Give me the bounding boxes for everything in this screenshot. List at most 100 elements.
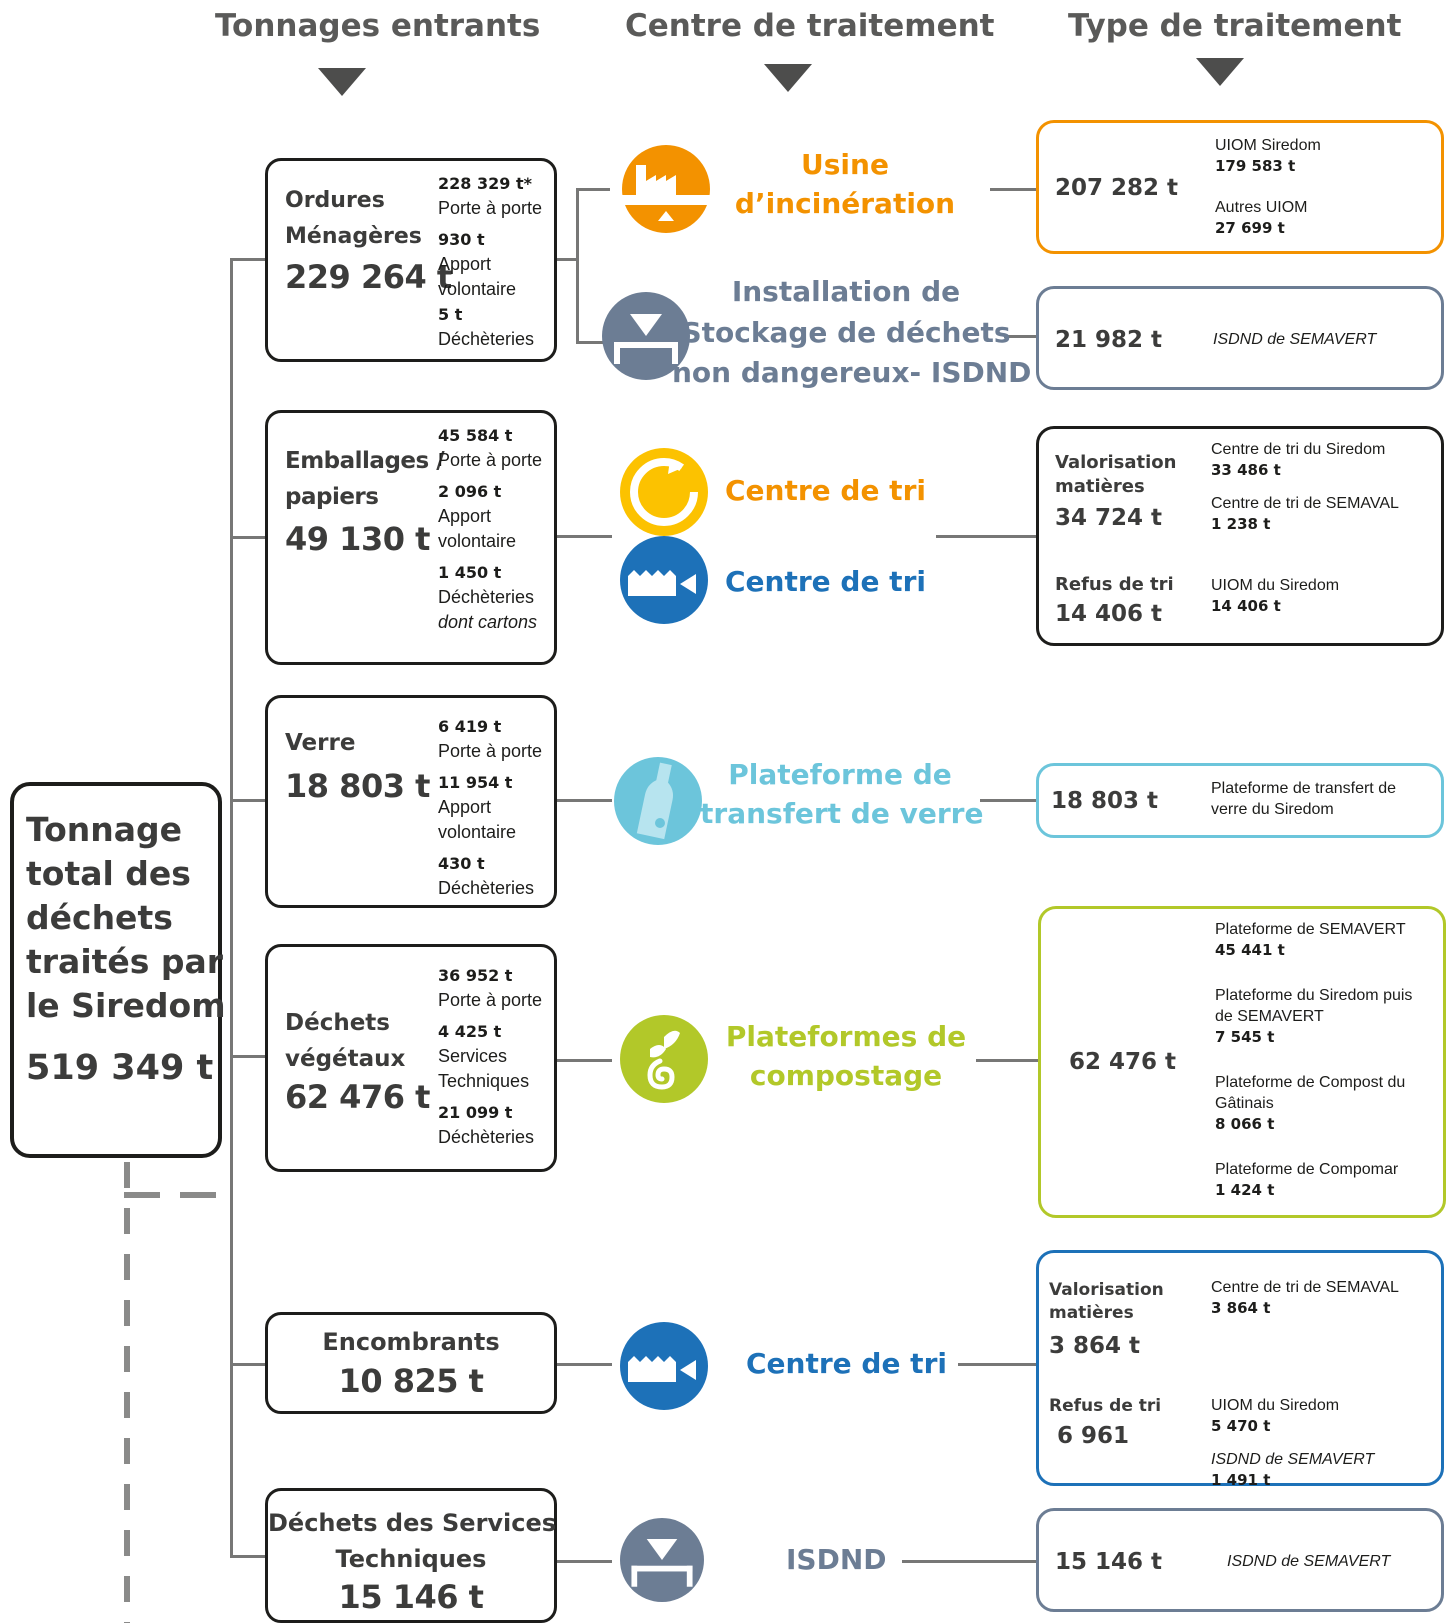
result-incin-box: 207 282 t UIOM Siredom 179 583 t Autres … bbox=[1036, 120, 1444, 254]
result-label: Valorisation bbox=[1049, 1280, 1164, 1300]
veg-l2: Services bbox=[438, 1046, 508, 1066]
emb-v1: 45 584 t bbox=[438, 426, 513, 445]
result-verre-box: 18 803 t Plateforme de transfert de verr… bbox=[1036, 763, 1444, 838]
result-label: Centre de tri de SEMAVAL bbox=[1211, 495, 1399, 512]
center-label: Stockage de déchets bbox=[681, 315, 1011, 349]
veg-name: Déchets bbox=[285, 1010, 390, 1036]
om-l3: Déchèteries bbox=[438, 329, 535, 349]
emb-l3b: dont cartons bbox=[438, 612, 538, 632]
emb-total: 49 130 t bbox=[285, 520, 430, 558]
result-label: UIOM Siredom bbox=[1215, 137, 1321, 154]
result-value: 179 583 t bbox=[1215, 157, 1296, 175]
result-value: 1 238 t bbox=[1211, 515, 1271, 533]
emb-name: Emballages / bbox=[285, 448, 445, 474]
verre-l3: Déchèteries bbox=[438, 878, 535, 898]
result-total: 6 961 bbox=[1057, 1423, 1130, 1449]
verre-v1: 6 419 t bbox=[438, 717, 502, 736]
arrow-down-icon bbox=[1196, 58, 1244, 86]
emb-l1: Porte à porte bbox=[438, 450, 543, 470]
connector-line bbox=[230, 536, 266, 539]
sorting-center-icon bbox=[620, 1322, 708, 1410]
center-label: Installation de bbox=[731, 275, 961, 308]
dst-name: Techniques bbox=[335, 1545, 487, 1573]
verre-l2: Apport bbox=[438, 797, 492, 817]
center-label: Plateforme de bbox=[728, 758, 952, 791]
verre-l1: Porte à porte bbox=[438, 741, 543, 761]
result-isdnd-box: 21 982 t ISDND de SEMAVERT bbox=[1036, 286, 1444, 390]
center-tri-blue: Centre de tri bbox=[725, 565, 926, 598]
result-compost-box: 62 476 t Plateforme de SEMAVERT 45 441 t… bbox=[1038, 906, 1446, 1218]
factory-icon bbox=[622, 145, 710, 233]
veg-box: Déchets végétaux 62 476 t 36 952 t Porte… bbox=[265, 944, 557, 1172]
result-label: Plateforme de Compomar bbox=[1215, 1161, 1399, 1178]
dst-total: 15 146 t bbox=[338, 1578, 484, 1616]
center-compost: Plateformes de compostage bbox=[718, 1017, 974, 1095]
result-value: 45 441 t bbox=[1215, 941, 1285, 959]
om-v3: 5 t bbox=[438, 305, 463, 324]
bottle-icon bbox=[614, 757, 702, 845]
result-label: ISDND de SEMAVERT bbox=[1211, 1451, 1375, 1468]
result-label: UIOM du Siredom bbox=[1211, 577, 1340, 594]
emb-v2: 2 096 t bbox=[438, 482, 502, 501]
landfill-icon bbox=[602, 292, 690, 380]
emb-l3: Déchèteries bbox=[438, 587, 535, 607]
enc-name: Encombrants bbox=[322, 1328, 500, 1356]
result-dst-box: 15 146 t ISDND de SEMAVERT bbox=[1036, 1508, 1444, 1612]
arrow-down-icon bbox=[318, 68, 366, 96]
center-verre: Plateforme de transfert de verre bbox=[700, 755, 983, 833]
verre-box: Verre 18 803 t 6 419 t Porte à porte 11 … bbox=[265, 695, 557, 908]
emb-name: papiers bbox=[285, 484, 379, 510]
om-name: Ménagères bbox=[285, 224, 422, 249]
center-label: non dangereux- ISDND bbox=[672, 356, 1032, 390]
veg-l1: Porte à porte bbox=[438, 990, 543, 1010]
result-label: Centre de tri du Siredom bbox=[1211, 441, 1386, 458]
result-label: Plateforme du Siredom puis bbox=[1215, 987, 1413, 1004]
verre-l2: volontaire bbox=[438, 822, 517, 842]
emb-v3: 1 450 t bbox=[438, 563, 502, 582]
veg-l3: Déchèteries bbox=[438, 1127, 535, 1147]
om-total: 229 264 t bbox=[285, 258, 452, 296]
result-label: de SEMAVERT bbox=[1215, 1008, 1324, 1025]
om-v2: 930 t bbox=[438, 230, 485, 249]
recycling-icon bbox=[620, 448, 708, 536]
result-label: Plateforme de transfert de bbox=[1211, 780, 1396, 797]
emb-l2: volontaire bbox=[438, 531, 517, 551]
center-isdnd-short: ISDND bbox=[786, 1543, 887, 1576]
result-value: 14 406 t bbox=[1211, 597, 1281, 615]
verre-v2: 11 954 t bbox=[438, 773, 513, 792]
om-l2: volontaire bbox=[438, 279, 517, 299]
landfill-icon bbox=[620, 1518, 704, 1602]
total-label: le Siredom bbox=[26, 986, 226, 1025]
dst-box: Déchets des Services Techniques 15 146 t bbox=[265, 1488, 557, 1623]
result-total: 18 803 t bbox=[1051, 788, 1159, 814]
result-label: Refus de tri bbox=[1055, 574, 1174, 595]
total-label: Tonnage bbox=[26, 810, 183, 849]
connector-line bbox=[230, 258, 266, 261]
result-total: 62 476 t bbox=[1069, 1049, 1177, 1075]
arrow-down-icon bbox=[764, 64, 812, 92]
om-name: Ordures bbox=[285, 188, 385, 213]
veg-v3: 21 099 t bbox=[438, 1103, 513, 1122]
sorting-center-icon bbox=[620, 536, 708, 624]
total-label: traités par bbox=[26, 942, 224, 981]
result-label: ISDND de SEMAVERT bbox=[1227, 1553, 1391, 1570]
connector-line bbox=[230, 1555, 266, 1558]
result-value: 8 066 t bbox=[1215, 1115, 1275, 1133]
header-incoming: Tonnages entrants bbox=[215, 8, 541, 44]
result-label: Refus de tri bbox=[1049, 1396, 1162, 1416]
header-type: Type de traitement bbox=[1068, 8, 1402, 44]
result-label: Plateforme de Compost du bbox=[1215, 1074, 1406, 1091]
center-tri-enc: Centre de tri bbox=[746, 1347, 947, 1380]
verre-total: 18 803 t bbox=[285, 767, 430, 805]
result-value: 5 470 t bbox=[1211, 1417, 1271, 1435]
result-value: 3 864 t bbox=[1211, 1299, 1271, 1317]
result-total: 15 146 t bbox=[1055, 1549, 1163, 1575]
result-total: 21 982 t bbox=[1055, 327, 1163, 353]
result-label: matières bbox=[1049, 1302, 1134, 1323]
enc-total: 10 825 t bbox=[338, 1362, 484, 1400]
center-isdnd: Installation de Stockage de déchets non … bbox=[672, 272, 1032, 394]
center-incin: Usine d’incinération bbox=[720, 145, 970, 223]
result-label: matières bbox=[1055, 476, 1145, 498]
connector-line bbox=[230, 1363, 266, 1366]
dst-name: Déchets des Services bbox=[268, 1509, 557, 1537]
